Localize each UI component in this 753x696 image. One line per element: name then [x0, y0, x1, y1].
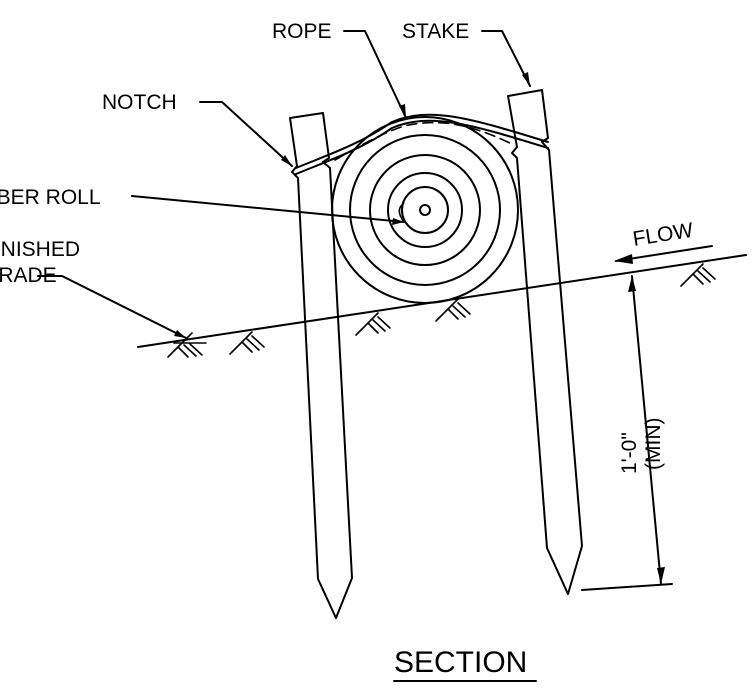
finished-grade-label-line1: FINISHED	[0, 238, 80, 261]
notch-leader	[199, 101, 293, 167]
dimension-label: 1'-0"	[618, 432, 641, 474]
fiber-roll-leader	[131, 195, 405, 225]
notch-label: NOTCH	[102, 91, 177, 114]
finished-grade-label-line2: GRADE	[0, 264, 57, 287]
rope	[295, 113, 549, 175]
ground-hatch	[435, 298, 471, 322]
ground-hatch	[229, 331, 265, 355]
fiber-roll-label: FIBER ROLL	[0, 186, 101, 209]
rope-leader	[343, 30, 407, 119]
ground-hatch	[355, 312, 391, 336]
finished-grade-leader	[37, 275, 187, 339]
left-stake	[289, 112, 353, 619]
ground-hatch-symbols	[167, 263, 716, 358]
stake-label: STAKE	[402, 20, 469, 43]
fiber-roll	[331, 116, 519, 304]
flow-label: FLOW	[631, 219, 695, 251]
section-title: SECTION	[394, 646, 527, 679]
right-stake	[507, 89, 583, 595]
rope-label: ROPE	[272, 20, 332, 43]
dimension-note: (MIN)	[642, 418, 665, 470]
stake-leader	[481, 30, 531, 87]
ground-hatch	[167, 332, 207, 358]
dimension-line	[581, 275, 673, 591]
ground-hatch	[680, 263, 716, 287]
flow-arrow	[614, 245, 713, 264]
